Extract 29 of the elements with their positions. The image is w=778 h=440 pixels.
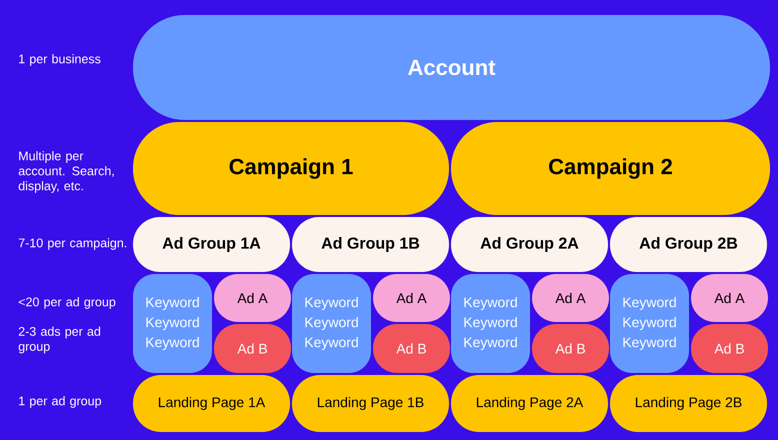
landing-page-pill: Landing Page 1A — [133, 375, 290, 432]
ad-group-pill: Ad Group 1A — [133, 217, 290, 272]
ad-group-pill: Ad Group 2B — [610, 217, 767, 272]
campaign-pill: Campaign 1 — [133, 122, 449, 215]
ad-pill: Ad A — [691, 274, 768, 322]
campaign-pill: Campaign 2 — [451, 122, 770, 215]
level-label: 1 per ad group — [19, 396, 102, 408]
level-label: 2-3 ads per ad group — [18, 326, 100, 354]
ad-group-pill: Ad Group 2A — [451, 217, 608, 272]
keyword-box: Keyword Keyword Keyword — [133, 274, 212, 373]
level-label: <20 per ad group — [18, 297, 116, 309]
level-label: 1 per business — [19, 54, 100, 66]
keyword-box: Keyword Keyword Keyword — [292, 274, 371, 373]
ad-pill: Ad B — [691, 324, 768, 373]
ad-pill: Ad B — [373, 324, 450, 373]
landing-page-pill: Landing Page 2A — [451, 375, 608, 432]
ad-pill: Ad B — [214, 324, 291, 373]
keyword-box: Keyword Keyword Keyword — [451, 274, 530, 373]
ad-pill: Ad B — [532, 324, 609, 373]
level-label: 7-10 per campaign. — [18, 238, 126, 250]
landing-page-pill: Landing Page 1B — [292, 375, 449, 432]
landing-page-pill: Landing Page 2B — [610, 375, 767, 432]
ad-pill: Ad A — [214, 274, 291, 322]
ad-group-pill: Ad Group 1B — [292, 217, 449, 272]
level-label: Multiple per account. Search, display, etc. — [18, 151, 114, 193]
ad-pill: Ad A — [532, 274, 609, 322]
account-pill: Account — [133, 15, 770, 120]
keyword-box: Keyword Keyword Keyword — [610, 274, 689, 373]
ad-pill: Ad A — [373, 274, 450, 322]
